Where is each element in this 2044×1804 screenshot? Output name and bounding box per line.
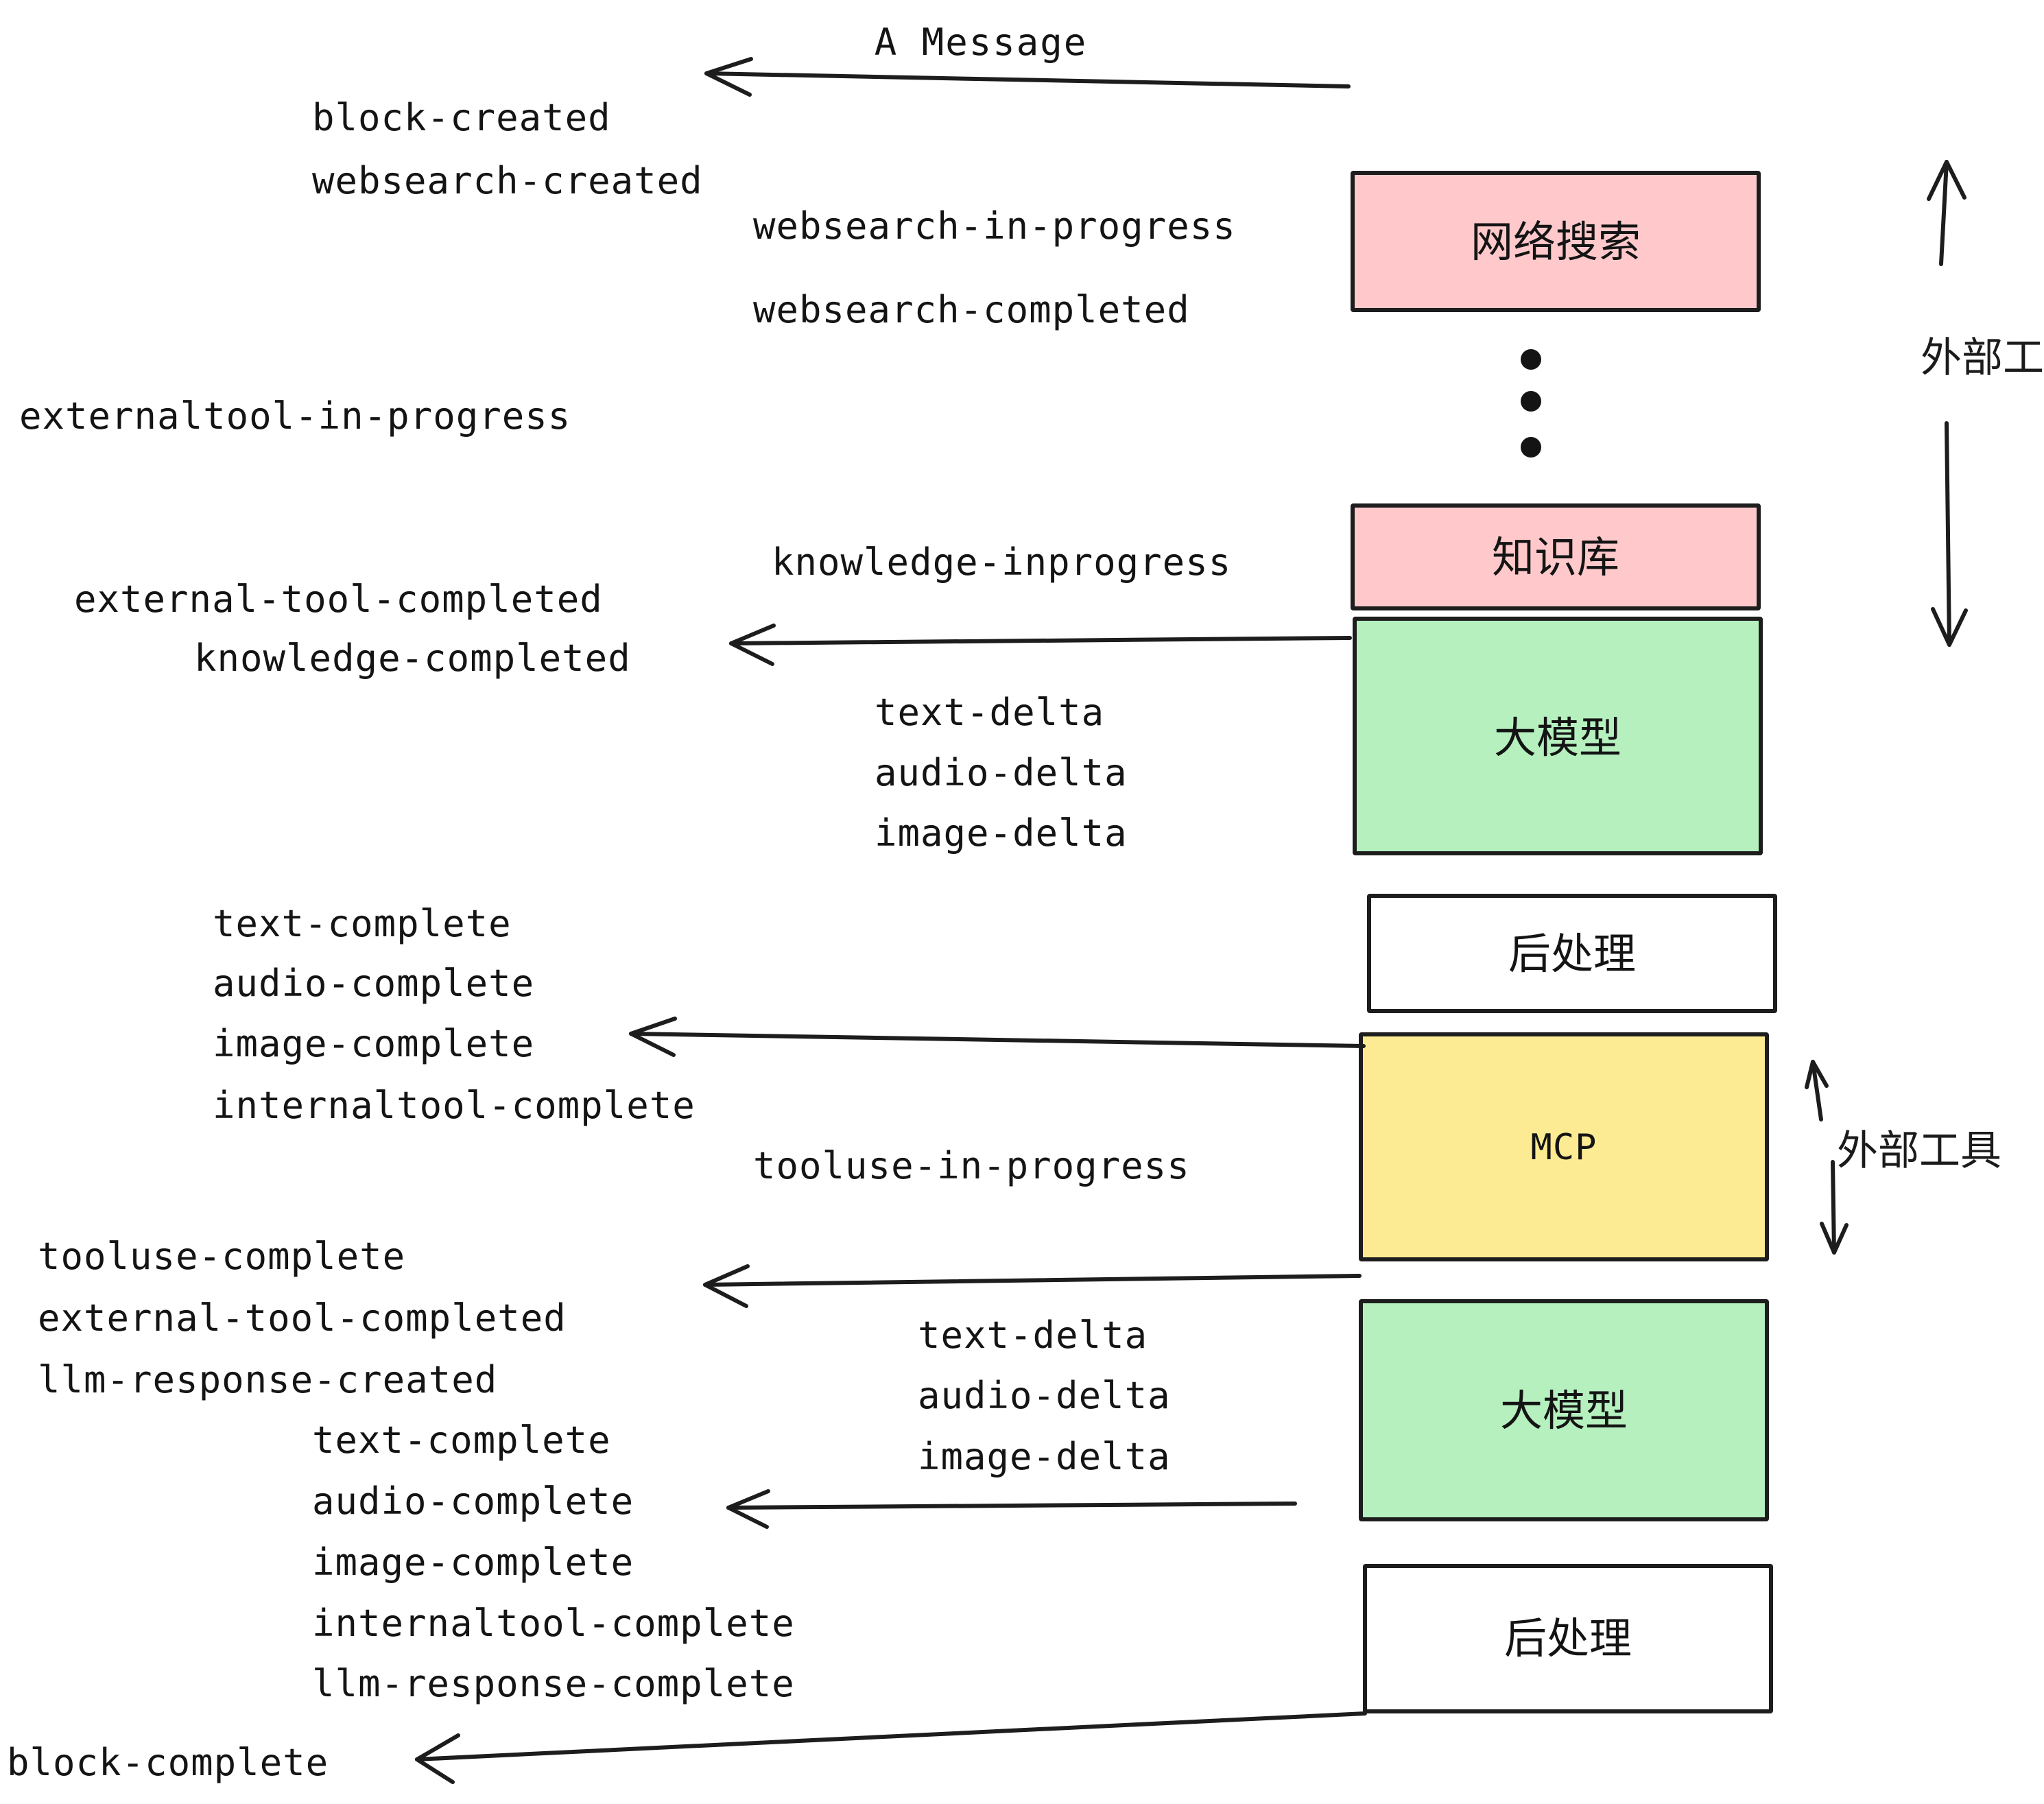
event-block-created: block-created [312,96,611,139]
vertical-ellipsis [1521,349,1541,458]
flow-arrow-block-complete [415,1711,1367,1784]
event-text-complete-2: text-complete [312,1419,611,1462]
node-llm-1-box[interactable] [1353,617,1763,855]
node-knowledge-label: 知识库 [1492,532,1619,582]
diagram-title: A Message [875,21,1088,64]
event-text-delta-2: text-delta [918,1314,1148,1357]
flow-arrow-block-created [704,57,1351,97]
external-tools-top-down-arrow [1931,421,1968,647]
external-tools-top-label: 外部工具 [1921,334,2044,382]
event-internaltool-complete-1: internaltool-complete [213,1084,696,1127]
event-knowledge-completed: knowledge-completed [194,637,631,680]
node-websearch-label: 网络搜索 [1471,217,1641,267]
event-websearch-in-progress: websearch-in-progress [753,204,1236,248]
flow-arrow-audio-complete [726,1489,1297,1529]
event-external-tool-completed-1: external-tool-completed [74,578,603,621]
node-postprocess-2-label: 后处理 [1504,1613,1632,1663]
event-image-complete-2: image-complete [312,1541,634,1584]
external-tools-bottom-label: 外部工具 [1837,1127,2001,1175]
event-audio-delta-2: audio-delta [918,1374,1171,1417]
event-websearch-created: websearch-created [312,159,703,202]
event-text-complete-1: text-complete [213,902,512,945]
event-internaltool-complete-2: internaltool-complete [312,1602,795,1645]
node-llm-2-box[interactable] [1359,1299,1769,1521]
event-tooluse-in-progress: tooluse-in-progress [753,1144,1190,1187]
event-text-delta-1: text-delta [875,691,1104,734]
node-postprocess-2-box[interactable] [1363,1564,1773,1713]
flow-arrow-knowledge-completed [729,624,1352,666]
event-llm-response-complete: llm-response-complete [312,1662,795,1705]
event-audio-complete-2: audio-complete [312,1480,634,1523]
event-knowledge-inprogress: knowledge-inprogress [772,541,1231,584]
event-audio-complete-1: audio-complete [213,962,534,1005]
node-llm-1-label: 大模型 [1494,713,1621,763]
event-image-delta-1: image-delta [875,811,1128,855]
event-websearch-completed: websearch-completed [753,288,1190,331]
event-llm-response-created: llm-response-created [38,1358,497,1401]
event-image-delta-2: image-delta [918,1435,1171,1478]
event-audio-delta-1: audio-delta [875,751,1128,794]
external-tools-bottom-down-arrow [1820,1160,1849,1255]
node-postprocess-1-box[interactable] [1367,894,1777,1013]
event-block-complete: block-complete [7,1741,329,1784]
node-knowledge-box[interactable] [1351,503,1761,610]
event-externaltool-in-progress: externaltool-in-progress [19,394,571,438]
node-llm-2-label: 大模型 [1500,1386,1628,1436]
flow-arrow-tooluse-complete [703,1264,1362,1308]
node-mcp-label: MCP [1531,1127,1597,1168]
external-tools-top-up-arrow [1927,160,1966,266]
event-image-complete-1: image-complete [213,1022,534,1065]
event-external-tool-completed-2: external-tool-completed [38,1296,567,1340]
event-tooluse-complete: tooluse-complete [38,1235,405,1278]
node-websearch-box[interactable] [1351,171,1761,312]
node-mcp-box[interactable] [1359,1032,1769,1261]
flow-arrow-image-complete [629,1017,1366,1057]
node-postprocess-1-label: 后处理 [1508,929,1636,979]
external-tools-bottom-up-arrow [1805,1060,1829,1121]
